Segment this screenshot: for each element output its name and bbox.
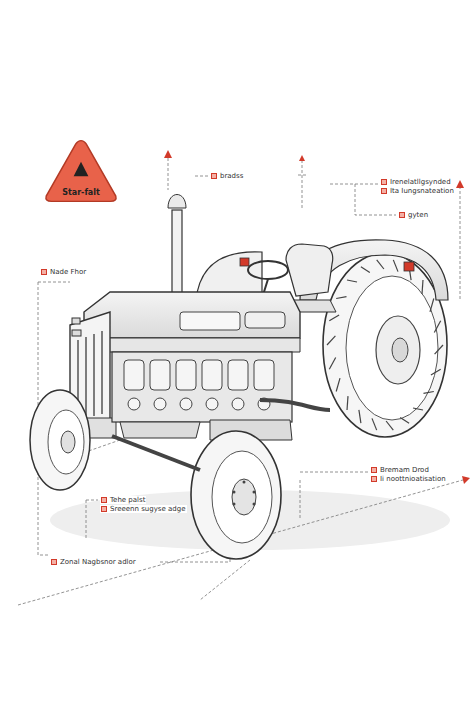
marker-square <box>371 476 377 482</box>
marker-square <box>381 179 387 185</box>
arrowheads <box>164 150 470 484</box>
callout-label: Sreeenn sugyse adge <box>100 505 187 513</box>
marker-square <box>41 269 47 275</box>
callout-label: Ii noottnioatisation <box>370 475 447 483</box>
callout-label: Bremam Drod <box>370 466 430 474</box>
callout-text: Zonal Nagbsnor adlor <box>60 558 136 566</box>
marker-square <box>211 173 217 179</box>
callout-text: Ii noottnioatisation <box>380 475 446 483</box>
front-wheel-right <box>191 431 281 559</box>
callout-text: Irenelatllgsynded <box>390 178 451 186</box>
callout-label: Tehe palst <box>100 496 146 504</box>
callout-label: Ita Iungsnateation <box>380 187 455 195</box>
callout-text: Tehe palst <box>110 496 145 504</box>
warning-sign: Star-falt <box>44 138 118 204</box>
callout-text: Bremam Drod <box>380 466 429 474</box>
marker-square <box>381 188 387 194</box>
callout-label: Nade Fhor <box>40 268 87 276</box>
sign-text: Star-falt <box>44 188 118 197</box>
leader-lines <box>18 158 470 605</box>
callout-text: Sreeenn sugyse adge <box>110 505 186 513</box>
marker-square <box>399 212 405 218</box>
callout-label: Irenelatllgsynded <box>380 178 452 186</box>
front-wheel-left <box>30 390 90 490</box>
marker-square <box>371 467 377 473</box>
marker-square <box>51 559 57 565</box>
callout-text: Ita Iungsnateation <box>390 187 454 195</box>
rear-wheel <box>323 253 447 437</box>
callout-text: Nade Fhor <box>50 268 86 276</box>
marker-square <box>101 506 107 512</box>
callout-text: bradss <box>220 172 243 180</box>
marker-square <box>101 497 107 503</box>
callout-label: gyten <box>398 211 429 219</box>
callout-label: Zonal Nagbsnor adlor <box>50 558 137 566</box>
callout-label: bradss <box>210 172 244 180</box>
callout-text: gyten <box>408 211 428 219</box>
